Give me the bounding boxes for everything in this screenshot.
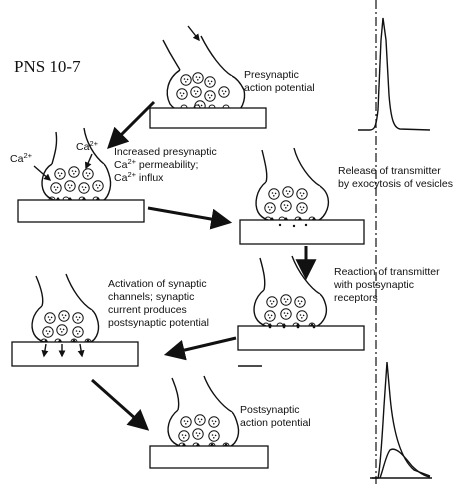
synapse-step3 [239, 147, 365, 245]
step2-label-line1: Increased presynaptic [114, 146, 217, 158]
postsynaptic-trace [370, 361, 432, 479]
arrow-1-2 [107, 100, 156, 149]
step1-label-line2: action potential [244, 82, 315, 94]
step5-label-line1: Activation of synaptic [108, 278, 207, 290]
ca-left-label: Ca2+ [10, 151, 33, 165]
step1-label-line1: Presynaptic [244, 69, 299, 81]
synapse-step2 [17, 127, 145, 223]
synapse-step5 [11, 273, 139, 367]
arrow-5-6 [91, 378, 150, 431]
step4-label-line2: with postsynaptic [333, 279, 414, 291]
arrow-2-3 [147, 206, 233, 230]
step2-label-line2: Ca2+ permeability; [114, 157, 198, 171]
synapse-step4 [237, 255, 365, 367]
step4-label-line3: receptors [334, 292, 378, 304]
figure-id: PNS 10-7 [14, 57, 81, 76]
step5-label-line2: channels; synaptic [108, 291, 194, 303]
step5-label-line3: current produces [108, 304, 187, 316]
synapse-step6 [149, 375, 269, 469]
step4-label-line1: Reaction of transmitter [334, 266, 440, 278]
ca-right-label: Ca2+ [76, 139, 99, 153]
step3-label-line2: by exocytosis of vesicles [338, 178, 453, 190]
step2-label-line3: Ca2+ influx [114, 170, 164, 184]
synapse-step1 [149, 25, 267, 129]
arrow-4-5 [163, 336, 237, 361]
step6-label-line2: action potential [240, 417, 311, 429]
presynaptic-trace [358, 17, 431, 131]
step6-label-line1: Postsynaptic [240, 404, 300, 416]
step5-label-line4: postsynaptic potential [108, 317, 209, 329]
step3-label-line1: Release of transmitter [338, 165, 441, 177]
